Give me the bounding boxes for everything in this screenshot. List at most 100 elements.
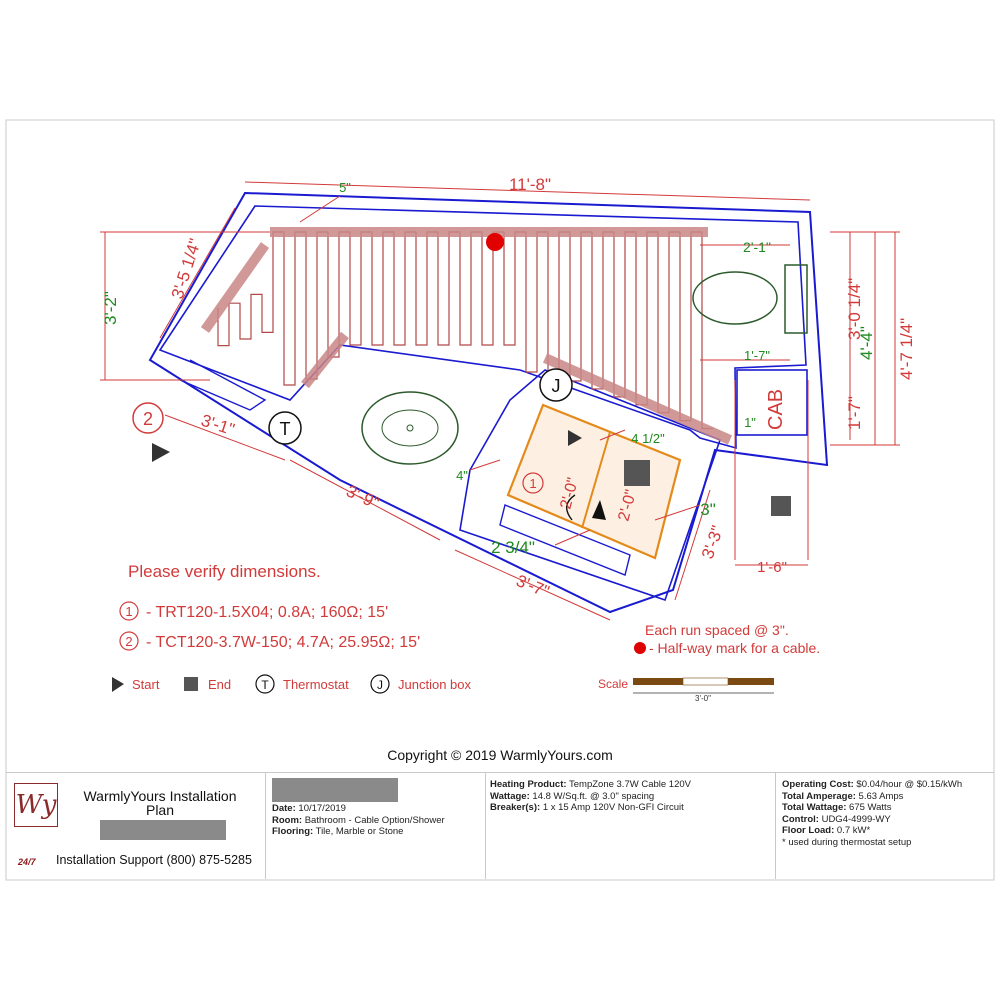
copyright: Copyright © 2019 WarmlyYours.com [387, 747, 613, 763]
dim-cab-side: 1'-7" [744, 348, 770, 363]
sheet-border [5, 119, 995, 881]
wattage-label: Wattage: [490, 790, 530, 802]
halfway-note: - Half-way mark for a cable. [649, 640, 820, 656]
toilet-icon [692, 271, 778, 325]
note-circuit2: - TCT120-3.7W-150; 4.7A; 25.95Ω; 15' [146, 634, 420, 651]
cab-label: CAB [765, 389, 787, 430]
redacted-project [272, 778, 398, 802]
brand-cell: Wy WarmlyYours Installation Plan 24/7 In… [6, 773, 266, 879]
cost-label: Operating Cost: [782, 779, 854, 790]
thermostat-footnote: * used during thermostat setup [782, 836, 912, 848]
note-circuit1-marker [119, 601, 139, 621]
legend-junction-label: Junction box [398, 677, 471, 692]
circuit1-end-icon [624, 460, 650, 486]
cable-left-band [200, 242, 270, 333]
dim-bottom-mid: 3'-9" [343, 481, 382, 513]
warmlyyours-logo: Wy [14, 783, 58, 827]
breaker-label: Breaker(s): [490, 802, 541, 813]
scale-segment-3 [728, 678, 774, 685]
title-block: Wy WarmlyYours Installation Plan 24/7 In… [6, 772, 994, 880]
circuit1-marker-label: 1 [529, 476, 536, 491]
date-label: Date: [272, 803, 296, 814]
note-circuit1-num: 1 [125, 604, 132, 619]
cable-mid-band [301, 331, 349, 389]
redacted-customer [100, 820, 226, 840]
flooring-value: Tile, Marble or Stone [315, 826, 404, 837]
watts-label: Total Wattage: [782, 802, 847, 813]
legend-junction-symbol: J [377, 678, 383, 692]
verify-note: Please verify dimensions. [128, 562, 321, 581]
heating-value: TempZone 3.7W Cable 120V [569, 779, 691, 790]
spacing-note: Each run spaced @ 3". [645, 622, 789, 638]
dim-right-offset: 2'-1" [743, 239, 771, 255]
amperage-value: 5.63 Amps [858, 790, 904, 802]
circuit2-end-icon [771, 496, 791, 516]
junction-box-marker [539, 368, 573, 402]
product-cell: Heating Product: TempZone 3.7W Cable 120… [486, 773, 776, 879]
dim-right-b: 4'-4" [857, 326, 876, 360]
control-value: UDG4-4999-WY [821, 813, 891, 825]
legend-thermostat-label: Thermostat [283, 677, 349, 692]
dim-shower-right: 3'-3" [698, 523, 727, 561]
load-label: Floor Load: [782, 825, 835, 836]
pad-flow-arrow-icon [592, 500, 606, 520]
project-cell: Date: 10/17/2019 Room: Bathroom - Cable … [266, 773, 486, 879]
pad-divider [581, 431, 611, 529]
heating-label: Heating Product: [490, 779, 567, 790]
scale-label: Scale [598, 677, 628, 691]
legend-start-icon [112, 677, 124, 692]
specs-cell: Operating Cost: $0.04/hour @ $0.15/kWh T… [776, 773, 994, 879]
cab-box [736, 369, 808, 436]
legend-thermostat-icon [255, 674, 275, 694]
date-value: 10/17/2019 [298, 803, 346, 814]
dim-shower-gap-234: 2 3/4" [491, 538, 535, 557]
dim-shower-bottom: 3'-7" [514, 571, 553, 601]
drain-icon [406, 424, 414, 432]
dim-cab-gap: 1" [744, 415, 756, 430]
legend-junction-icon [370, 674, 390, 694]
dim-right-d: 1'-7" [845, 396, 864, 430]
thermostat-marker [268, 411, 302, 445]
outer-wall [148, 191, 829, 614]
watts-value: 675 Watts [849, 802, 892, 813]
circuit2-marker-label: 2 [143, 409, 153, 429]
dimension-lines [100, 181, 900, 621]
thermostat-marker-label: T [280, 419, 291, 439]
dim-shower-gap-3: 3" [700, 500, 716, 519]
legend-end-icon [184, 677, 198, 691]
sink-icon [361, 391, 459, 465]
toilet-tank-icon [784, 264, 808, 334]
support-24-7-icon: 24/7 [18, 857, 36, 867]
halfway-legend-dot [634, 642, 646, 654]
dim-top-length: 11'-8" [509, 175, 551, 194]
circuit2-start-icon [152, 443, 170, 462]
room-value: Bathroom - Cable Option/Shower [304, 814, 445, 826]
dim-right-c: 4'-7 1/4" [897, 318, 916, 380]
dim-right-bottom: 1'-6" [757, 559, 787, 576]
legend-start-label: Start [132, 677, 160, 692]
dim-bottom-left: 3'-1" [199, 411, 237, 440]
cost-value: $0.04/hour @ $0.15/kWh [856, 779, 963, 790]
note-circuit2-num: 2 [125, 634, 132, 649]
scale-segment-1 [633, 678, 683, 685]
room-label: Room: [272, 814, 303, 826]
breaker-value: 1 x 15 Amp 120V Non-GFI Circuit [542, 802, 684, 813]
legend-thermostat-symbol: T [261, 678, 269, 692]
dimension-labels: 11'-8" 5" 3'-5 1/4" 3'-2" 2'-1" 3'-0 1/4… [101, 175, 916, 601]
dim-top-offset: 5" [339, 180, 351, 195]
amperage-label: Total Amperage: [782, 790, 856, 802]
dim-shower-gap-4: 4" [456, 468, 468, 483]
pad-flow-arc [566, 494, 576, 521]
scale-value: 3'-0" [695, 694, 711, 703]
inner-wall [158, 205, 807, 450]
circuit1-marker [522, 472, 544, 494]
circuit2-marker [132, 402, 164, 434]
control-label: Control: [782, 813, 819, 825]
halfway-marker [486, 233, 504, 251]
junction-box-marker-label: J [552, 376, 561, 396]
legend-end-label: End [208, 677, 231, 692]
dim-left-inner: 3'-2" [101, 291, 120, 325]
cable-right-band [542, 353, 733, 445]
support-line: Installation Support (800) 875-5285 [56, 853, 252, 867]
